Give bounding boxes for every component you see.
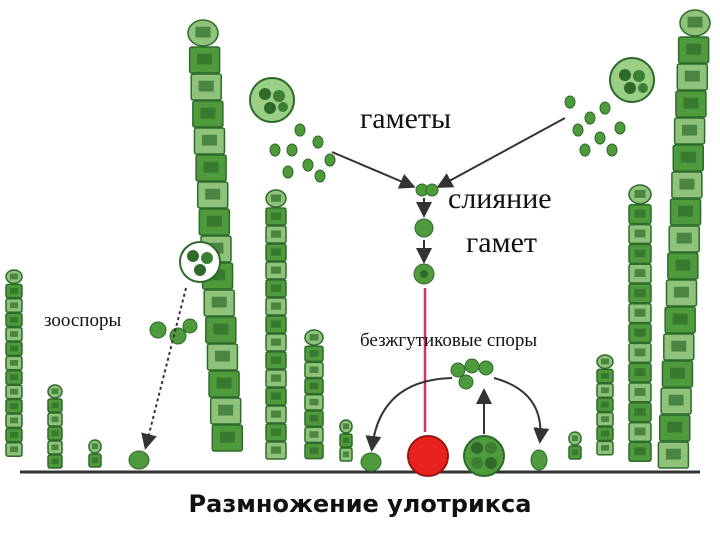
fusing-gametes	[413, 183, 439, 285]
gamete	[312, 135, 324, 149]
gamete	[614, 121, 626, 135]
label-fusion-line1: слияние	[448, 182, 552, 215]
zoospore-arrow	[141, 287, 187, 450]
filament	[187, 19, 244, 452]
spore-arc-right	[493, 377, 550, 444]
gamete	[599, 101, 611, 115]
filament	[304, 329, 324, 460]
filament	[628, 184, 652, 462]
gamete-arrow-left	[331, 151, 416, 189]
gamete	[594, 131, 606, 145]
gamete	[294, 123, 306, 137]
gamete	[314, 169, 326, 183]
gamete	[269, 143, 281, 157]
label-fusion-line2: гамет	[466, 226, 538, 259]
gamete	[606, 143, 618, 157]
filament	[5, 269, 23, 457]
spore-arc-left	[365, 377, 453, 452]
gamete-arrow-right	[436, 117, 566, 188]
right-gametangium	[609, 57, 655, 103]
filament	[265, 189, 287, 460]
filaments-group	[5, 9, 711, 469]
gamete	[572, 123, 584, 137]
zoospores	[149, 318, 198, 345]
label-aplanospores: безжгутиковые споры	[360, 330, 538, 351]
spore-sac	[463, 435, 505, 477]
germlings	[128, 449, 548, 472]
label-zoospores: зооспоры	[44, 310, 122, 331]
filament	[339, 419, 353, 462]
gamete	[579, 143, 591, 157]
aplanospores	[450, 358, 494, 390]
filament	[47, 384, 63, 469]
filament	[596, 354, 614, 456]
gamete	[324, 153, 336, 167]
zygote	[407, 435, 449, 477]
left-zoosporangium	[179, 241, 221, 283]
left-gametangium	[249, 77, 295, 123]
gamete	[584, 111, 596, 125]
gametes-group	[269, 95, 626, 183]
gamete	[564, 95, 576, 109]
gamete	[286, 143, 298, 157]
filament	[88, 439, 102, 468]
gamete	[282, 165, 294, 179]
filament	[657, 9, 711, 469]
gamete	[302, 158, 314, 172]
diagram-caption: Размножение улотрикса	[188, 490, 532, 518]
label-gametes: гаметы	[360, 102, 452, 135]
filament	[568, 431, 582, 460]
